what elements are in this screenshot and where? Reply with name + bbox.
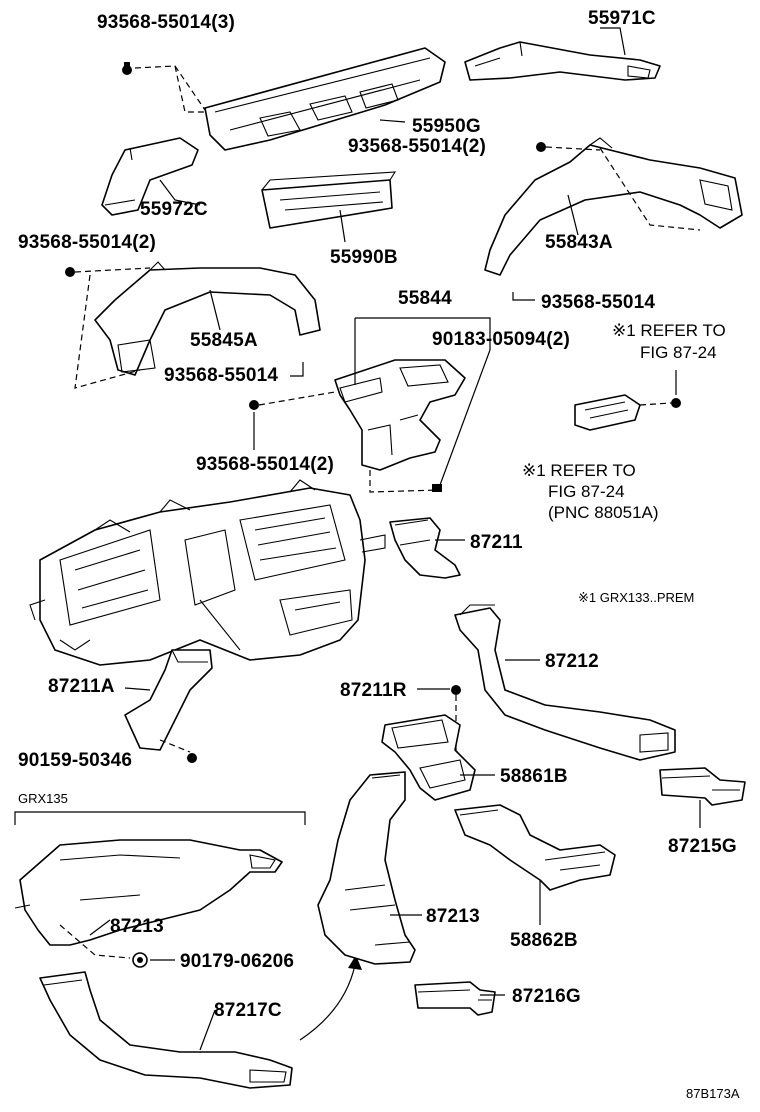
- dashed-leader: [369, 470, 439, 493]
- part-55971C-duct[interactable]: [464, 41, 661, 81]
- label-87211[interactable]: 87211: [470, 532, 523, 553]
- bolt-icon-55844: [249, 400, 259, 410]
- label-87216G[interactable]: 87216G: [512, 986, 581, 1007]
- label-87212[interactable]: 87212: [545, 651, 599, 672]
- diagram-code: 87B173A: [686, 1086, 740, 1101]
- leader-line: [354, 317, 491, 385]
- dashed-leader: [545, 146, 601, 151]
- part-55843A-duct[interactable]: [484, 137, 743, 276]
- part-55844-duct[interactable]: [334, 359, 466, 471]
- arrow-head-icon: [348, 955, 362, 970]
- part-refer-fig-87-24[interactable]: [574, 394, 641, 431]
- label-87213-right[interactable]: 87213: [426, 906, 480, 927]
- part-87217C-duct[interactable]: [39, 971, 293, 1089]
- part-87215G-filter[interactable]: [659, 767, 746, 806]
- bolt-icon-55845A-top: [65, 267, 75, 277]
- label-87211R[interactable]: 87211R: [340, 680, 407, 701]
- part-58862B-duct[interactable]: [454, 804, 616, 891]
- label-87211A[interactable]: 87211A: [48, 676, 115, 697]
- group-bracket: [14, 811, 306, 825]
- label-55843A[interactable]: 55843A: [545, 232, 613, 253]
- leader-lines: [89, 27, 701, 1051]
- leader-line: [439, 349, 491, 486]
- part-55950G-duct[interactable]: [204, 47, 446, 151]
- part-55972C-duct[interactable]: [101, 137, 199, 216]
- screw-icon-87211R: [451, 685, 461, 695]
- label-87215G[interactable]: 87215G: [668, 836, 737, 857]
- bolt-icon-87211A: [187, 753, 197, 763]
- part-55845A-duct[interactable]: [94, 261, 321, 376]
- part-87212-duct[interactable]: [454, 604, 676, 761]
- part-55990B-filter[interactable]: [261, 171, 397, 229]
- part-87213-right-duct[interactable]: [317, 771, 416, 965]
- label-55844[interactable]: 55844: [398, 288, 452, 309]
- part-87216G-filter[interactable]: [414, 981, 496, 1016]
- clip-icon-90183: [432, 484, 442, 492]
- dashed-leader: [74, 274, 141, 389]
- label-93568-55014-2-b[interactable]: 93568-55014(2): [18, 232, 156, 253]
- footnote-grx133-prem: ※1 GRX133..PREM: [578, 590, 694, 605]
- note-refer-b-line3: (PNC 88051A): [548, 503, 659, 522]
- bolt-icon-55843A: [536, 142, 546, 152]
- label-55950G[interactable]: 55950G: [412, 116, 481, 137]
- dashed-leader: [59, 924, 131, 959]
- arrow-icon: [299, 964, 356, 1041]
- group-label-grx135: GRX135: [18, 791, 68, 806]
- note-refer-b-line2: FIG 87-24: [548, 482, 625, 501]
- label-55972C[interactable]: 55972C: [140, 199, 208, 220]
- dashed-leader: [159, 739, 191, 753]
- label-90183-05094-2[interactable]: 90183-05094(2): [432, 329, 570, 350]
- dashed-leader: [639, 402, 672, 406]
- dashed-leader: [174, 65, 205, 113]
- label-93568-55014-3[interactable]: 93568-55014(3): [97, 12, 235, 33]
- label-58862B[interactable]: 58862B: [510, 930, 578, 951]
- label-93568-55014-a[interactable]: 93568-55014: [541, 292, 655, 313]
- part-87211A-duct[interactable]: [124, 649, 213, 751]
- part-87213-left-duct[interactable]: [14, 839, 283, 946]
- label-93568-55014-b[interactable]: 93568-55014: [164, 365, 278, 386]
- note-refer-a-line2: FIG 87-24: [640, 343, 717, 362]
- label-90159-50346[interactable]: 90159-50346: [18, 750, 132, 771]
- nut-icon-90179: [132, 952, 148, 968]
- label-93568-55014-2-a[interactable]: 93568-55014(2): [348, 136, 486, 157]
- label-58861B[interactable]: 58861B: [500, 766, 568, 787]
- label-55971C[interactable]: 55971C: [588, 8, 656, 29]
- part-58861B-duct[interactable]: [381, 714, 476, 801]
- dashed-leader: [599, 147, 701, 231]
- part-heater-ac-unit[interactable]: [29, 479, 386, 666]
- bolt-icon-refer: [671, 398, 681, 408]
- part-87211-duct[interactable]: [389, 517, 461, 579]
- dashed-leader: [74, 267, 151, 273]
- label-90179-06206[interactable]: 90179-06206: [180, 951, 294, 972]
- label-87213-left[interactable]: 87213: [110, 916, 164, 937]
- bolt-icon-top-left: [122, 62, 132, 75]
- label-93568-55014-2-c[interactable]: 93568-55014(2): [196, 454, 334, 475]
- dashed-leader: [258, 391, 336, 406]
- note-refer-a-line1: ※1 REFER TO: [612, 321, 726, 340]
- dashed-leader: [134, 65, 206, 111]
- label-55845A[interactable]: 55845A: [190, 330, 258, 351]
- note-refer-b-line1: ※1 REFER TO: [522, 461, 636, 480]
- label-55990B[interactable]: 55990B: [330, 247, 398, 268]
- label-87217C[interactable]: 87217C: [214, 1000, 282, 1021]
